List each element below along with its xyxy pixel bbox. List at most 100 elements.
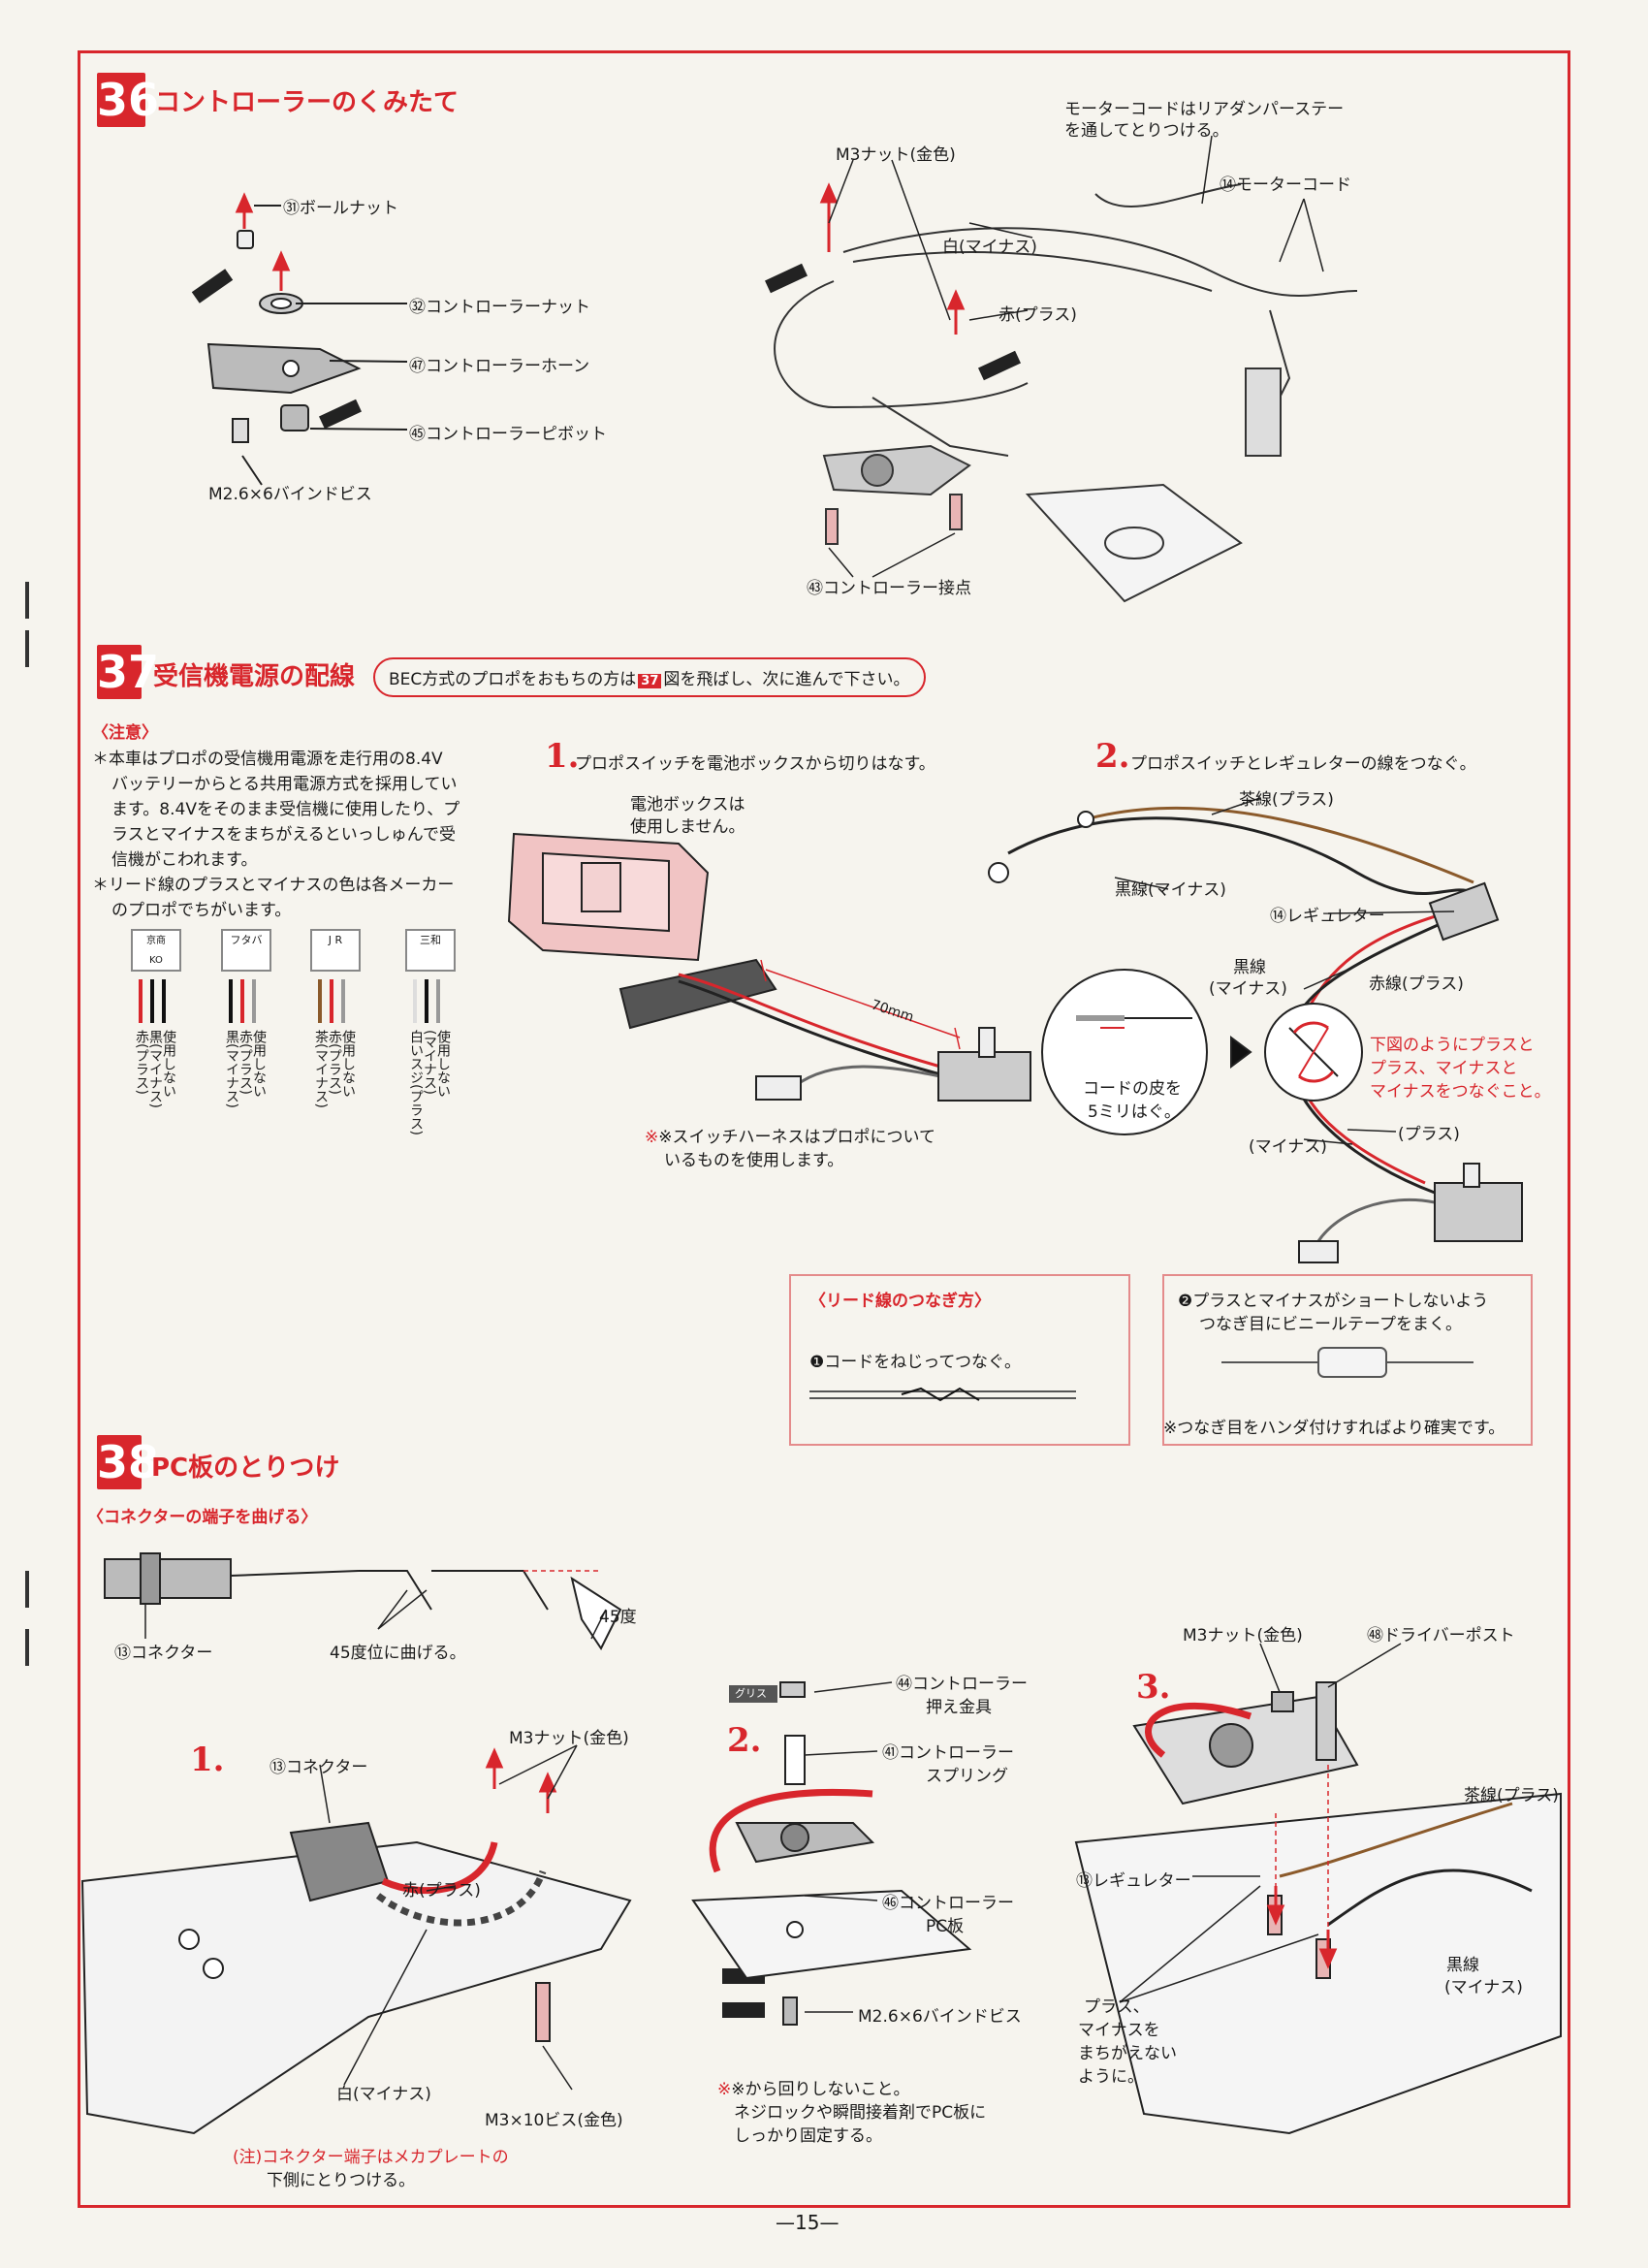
sanwa-wire-1: 白いスジ(プラス) bbox=[408, 1030, 424, 1135]
harness-note-text: ※スイッチハーネスはプロポについて bbox=[658, 1128, 935, 1147]
connect-note-line3: マイナスをつなぐこと。 bbox=[1370, 1082, 1551, 1102]
step-38-1-number: 1. bbox=[190, 1741, 225, 1779]
page-border bbox=[78, 50, 1570, 2208]
brand-sanwa-box: 三和 bbox=[405, 929, 456, 972]
connect-note-line2: プラス、マイナスと bbox=[1370, 1059, 1518, 1078]
lead-step-2-line1: ❷プラスとマイナスがショートしないよう bbox=[1178, 1292, 1489, 1311]
connector-note-line2: 下側にとりつける。 bbox=[267, 2171, 416, 2190]
connect-note-line1: 下図のようにプラスと bbox=[1370, 1036, 1535, 1055]
controller-nut-label: ㉜コントローラーナット bbox=[409, 298, 590, 317]
step-37-1-text: プロポスイッチを電池ボックスから切りはなす。 bbox=[575, 754, 935, 774]
brown-plus-label-2: 茶線(プラス) bbox=[1464, 1786, 1559, 1805]
spring-label-line1: ㊶コントローラー bbox=[882, 1743, 1014, 1763]
section-36-title: コントローラーのくみたて bbox=[155, 88, 460, 117]
twist-diagrams bbox=[809, 1347, 1474, 1402]
harness-note-line1: ※※スイッチハーネスはプロポについて bbox=[645, 1128, 935, 1147]
sanwa-wire-3: 使用しない bbox=[435, 1030, 451, 1098]
driver-post-label: ㊽ドライバーポスト bbox=[1367, 1626, 1515, 1645]
futaba-wire-1: 黒(マイナス) bbox=[224, 1030, 239, 1108]
careful-note-line2: マイナスを bbox=[1078, 2021, 1160, 2040]
step-37-1-number: 1. bbox=[545, 737, 580, 776]
binder-mark bbox=[25, 1571, 29, 1608]
caution-heading: 〈注意〉 bbox=[92, 723, 158, 743]
controller-exploded-diagram bbox=[206, 205, 408, 486]
section-38-number: 38 bbox=[97, 1435, 160, 1489]
m3-nut-label-3: M3ナット(金色) bbox=[1183, 1626, 1303, 1645]
red-plus-label-2: 赤(プラス) bbox=[402, 1881, 481, 1901]
m3-nut-label: M3ナット(金色) bbox=[836, 145, 956, 165]
futaba-wire-2: 赤(プラス) bbox=[238, 1030, 253, 1095]
futaba-wire-3: 使用しない bbox=[251, 1030, 267, 1098]
white-minus-label: 白(マイナス) bbox=[942, 238, 1037, 257]
black-line-label-2: 黒線 bbox=[1446, 1956, 1479, 1975]
motor-cord-diagram bbox=[774, 183, 1358, 603]
bend-terminal-heading: 〈コネクターの端子を曲げる〉 bbox=[87, 1508, 318, 1527]
binder-mark bbox=[25, 630, 29, 667]
binder-mark bbox=[25, 582, 29, 619]
battery-box-note-line1: 電池ボックスは bbox=[630, 795, 745, 815]
controller-contact-label: ㊸コントローラー接点 bbox=[807, 579, 971, 598]
careful-note-line1: プラス、 bbox=[1084, 1997, 1150, 2017]
caution-1-line2: バッテリーからとる共用電源方式を採用してい bbox=[111, 775, 458, 794]
no-lock-note-line1: ※※から回りしないこと。 bbox=[717, 2080, 910, 2099]
no-lock-note-line3: しっかり固定する。 bbox=[734, 2126, 882, 2146]
black-minus-label: 黒線(マイナス) bbox=[1115, 880, 1226, 900]
kyosho-wire-2: 黒(マイナス) bbox=[147, 1030, 163, 1108]
section-38-title: PC板のとりつけ bbox=[151, 1453, 340, 1483]
jr-wire-1: 茶(マイナス) bbox=[313, 1030, 329, 1108]
caution-1-line1: ＊本車はプロポの受信機用電源を走行用の8.4V bbox=[92, 750, 443, 769]
jr-wire-2: 赤(プラス) bbox=[327, 1030, 342, 1095]
jr-wire-3: 使用しない bbox=[340, 1030, 356, 1098]
red-line-plus-label: 赤線(プラス) bbox=[1369, 974, 1464, 994]
brand-kyosho-name: 京商 KO bbox=[146, 936, 166, 966]
lead-step-2-line2: つなぎ目にビニールテープをまく。 bbox=[1199, 1315, 1462, 1334]
brand-sanwa-name: 三和 bbox=[420, 934, 441, 946]
step-38-2-number: 2. bbox=[727, 1721, 762, 1760]
regulator-label-2: ⑬レギュレター bbox=[1076, 1871, 1191, 1891]
controller-pivot-label: ㊺コントローラーピボット bbox=[409, 425, 607, 444]
controller-horn-label: ㊼コントローラーホーン bbox=[409, 357, 590, 376]
regulator-label: ⑭レギュレター bbox=[1270, 907, 1385, 926]
no-lock-note-text: ※から回りしないこと。 bbox=[731, 2080, 910, 2099]
careful-note-line3: まちがえない bbox=[1078, 2044, 1177, 2063]
twist-arrows bbox=[1292, 1021, 1335, 1083]
connector-label-2: ⑬コネクター bbox=[269, 1758, 368, 1777]
section-37-title: 受信機電源の配線 bbox=[153, 662, 356, 691]
measure-70mm bbox=[760, 959, 961, 1050]
red-plus-label: 赤(プラス) bbox=[998, 305, 1077, 325]
no-lock-note-line2: ネジロックや瞬間接着剤でPC板に bbox=[734, 2103, 987, 2123]
pcb-label-line2: PC板 bbox=[926, 1917, 965, 1936]
strip-note-line2: 5ミリはぐ。 bbox=[1088, 1102, 1181, 1122]
m3-nut-label-2: M3ナット(金色) bbox=[509, 1729, 629, 1748]
bec-callout-pre: BEC方式のプロポをおもちの方は bbox=[389, 670, 637, 689]
pcb-assembly bbox=[691, 1681, 972, 2026]
binder-mark bbox=[25, 1629, 29, 1666]
brand-jr-box: J R bbox=[310, 929, 361, 972]
lead-wire-boxes bbox=[789, 1274, 1533, 1446]
black-line-minus-label: (マイナス) bbox=[1209, 979, 1287, 999]
kyosho-wire-3: 使用しない bbox=[161, 1030, 176, 1098]
plus-label: (プラス) bbox=[1398, 1125, 1460, 1144]
bind-screw-label: M2.6×6バインドビス bbox=[208, 485, 372, 504]
strip-note-line1: コードの皮を bbox=[1083, 1079, 1182, 1099]
ball-nut-label: ㉛ボールナット bbox=[283, 199, 398, 218]
careful-note-line4: ように。 bbox=[1078, 2067, 1144, 2087]
brand-jr-name: J R bbox=[328, 934, 343, 946]
driver-post-assembly bbox=[1074, 1681, 1562, 2135]
brand-futaba-name: フタバ bbox=[230, 934, 263, 946]
solder-note: ※つなぎ目をハンダ付けすればより確実です。 bbox=[1163, 1419, 1505, 1438]
motor-cord-note-line2: を通してとりつける。 bbox=[1064, 121, 1229, 141]
connector-bend bbox=[104, 1552, 622, 1650]
brand-wire-colors bbox=[139, 979, 440, 1023]
step-38-3-number: 3. bbox=[1136, 1668, 1171, 1707]
black-line-minus-label-2: (マイナス) bbox=[1444, 1978, 1523, 1997]
connector-label: ⑬コネクター bbox=[114, 1644, 213, 1663]
bind-screw-label-2: M2.6×6バインドビス bbox=[858, 2007, 1022, 2027]
spring-label-line2: スプリング bbox=[926, 1767, 1008, 1786]
caution-2-line2: のプロポでちがいます。 bbox=[111, 901, 292, 920]
lead-wire-heading: 〈リード線のつなぎ方〉 bbox=[809, 1292, 991, 1311]
switch-harness bbox=[678, 973, 941, 1088]
presser-label-line1: ㊹コントローラー bbox=[896, 1675, 1028, 1694]
